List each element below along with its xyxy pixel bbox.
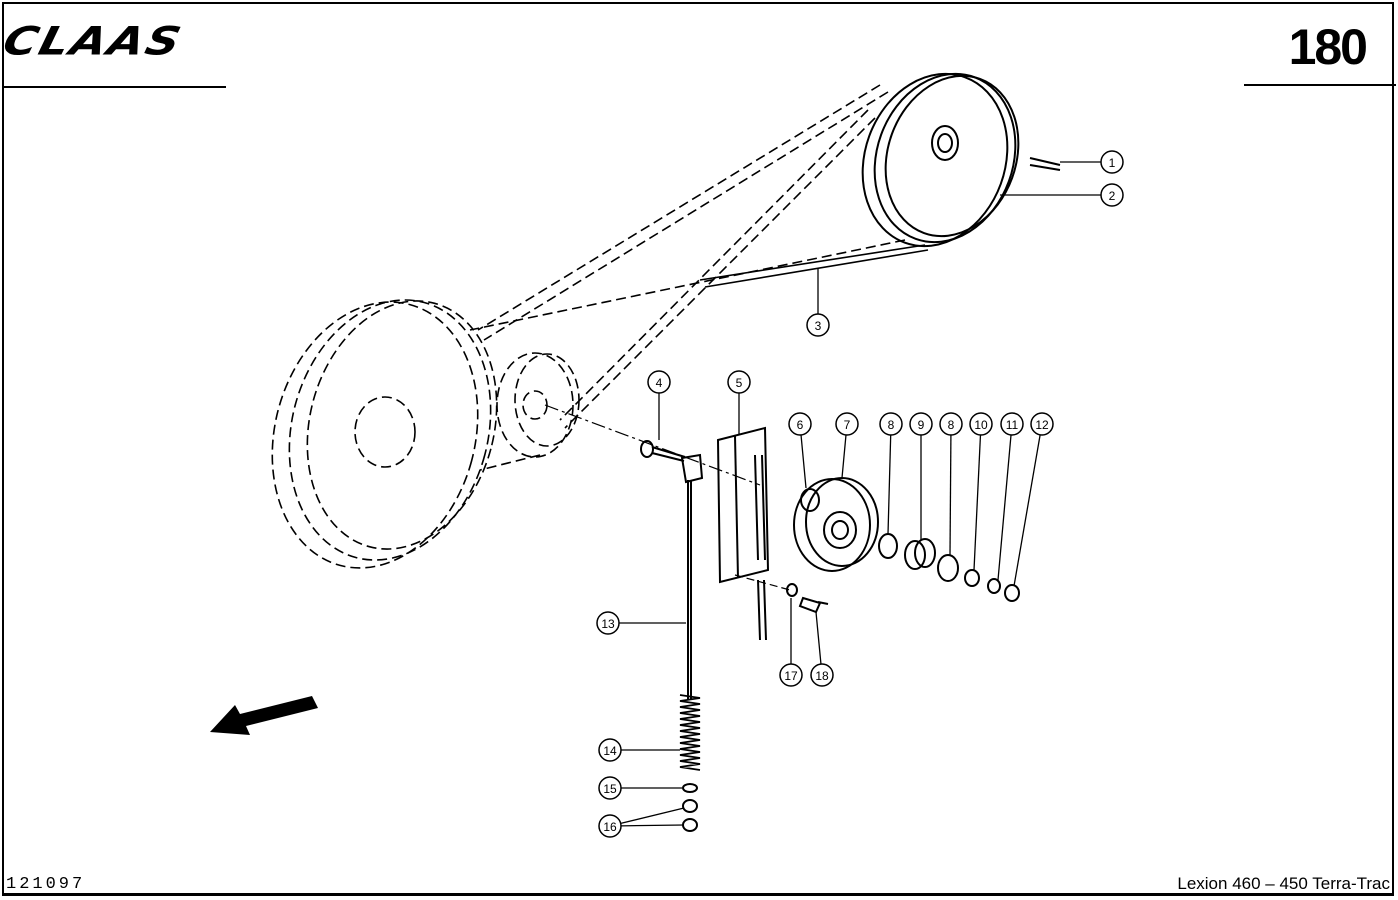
callout-number: 15 [603,782,617,796]
callout-circle [598,738,622,762]
leader-line [815,611,822,665]
callout-circle [598,814,622,838]
leader-line [973,434,982,571]
v-belt [469,84,929,471]
callout-circle [879,412,903,436]
callout-circle [788,412,812,436]
tensioner-bracket [716,426,770,641]
leader-line [841,434,847,479]
callout-circle [909,412,933,436]
callout-number: 16 [603,820,617,834]
leader-line [997,434,1012,581]
callout-4: 4 [647,370,671,440]
callout-circle [810,663,834,687]
leader-line [800,434,807,489]
callout-8: 8 [879,412,903,535]
driven-pulley [271,299,580,569]
callout-10: 10 [969,412,993,571]
callout-13: 13 [596,611,686,635]
bolt [798,157,1061,614]
bolt [640,440,686,462]
callout-16: 16 [598,807,685,838]
callout-number: 8 [888,418,895,432]
callout-number: 11 [1006,418,1019,432]
callout-circle [969,412,993,436]
callout-number: 18 [815,669,829,683]
callout-number: 13 [601,617,615,631]
callout-circle [1100,183,1124,207]
callout-number: 10 [974,418,988,432]
callout-number: 14 [603,744,617,758]
leader-line [949,434,952,556]
callout-circle [1030,412,1054,436]
callout-5: 5 [727,370,751,435]
callout-number: 5 [736,376,743,390]
drive-pulley [861,72,1020,248]
callout-1: 1 [1060,150,1124,174]
callout-18: 18 [810,611,834,687]
callout-number: 2 [1109,189,1116,203]
callout-circle [1000,412,1024,436]
callout-6: 6 [788,412,812,489]
callout-number: 17 [784,669,798,683]
callout-15: 15 [598,776,682,800]
tensioner-pulley [793,477,879,572]
leader-line [1013,434,1041,587]
model-name: Lexion 460 – 450 Terra-Trac [1177,874,1390,893]
washer [786,583,798,597]
callout-2: 2 [1000,183,1124,207]
callout-7: 7 [835,412,859,479]
callout-number: 6 [797,418,804,432]
callout-8: 8 [939,412,963,556]
leader-line [620,824,685,827]
callout-circle [727,370,751,394]
callout-12: 12 [1013,412,1054,587]
callout-number: 1 [1109,156,1116,170]
callout-14: 14 [598,738,680,762]
callout-circle [835,412,859,436]
header-rule-left [2,86,226,88]
callout-number: 7 [844,418,851,432]
washer [682,783,698,793]
nut [682,818,698,832]
snap-ring [878,533,898,559]
callout-circle [806,313,830,337]
callout-17: 17 [779,598,803,687]
leader-line [620,807,685,825]
callout-circle [779,663,803,687]
spring [679,694,701,771]
tension-rod [680,453,704,700]
callout-9: 9 [909,412,933,540]
callout-number: 4 [656,376,663,390]
washer [964,569,980,587]
callout-3: 3 [806,268,830,337]
callout-11: 11 [997,412,1024,581]
callout-number: 9 [918,418,925,432]
nut [1004,584,1020,602]
page-number: 180 [1288,19,1368,75]
callout-circle [939,412,963,436]
bearing [904,538,936,570]
leader-line [887,434,892,535]
callout-circle [598,776,622,800]
snap-ring [937,554,959,582]
callout-number: 8 [948,418,955,432]
callout-number: 3 [815,319,822,333]
callout-circle [596,611,620,635]
washer [987,578,1001,594]
callout-circle [647,370,671,394]
callout-circle [1100,150,1124,174]
direction-arrow-icon [210,696,318,735]
nut [682,799,698,813]
document-id: 121097 [6,875,86,894]
callout-number: 12 [1035,418,1049,432]
header-rule-right [1244,84,1396,86]
